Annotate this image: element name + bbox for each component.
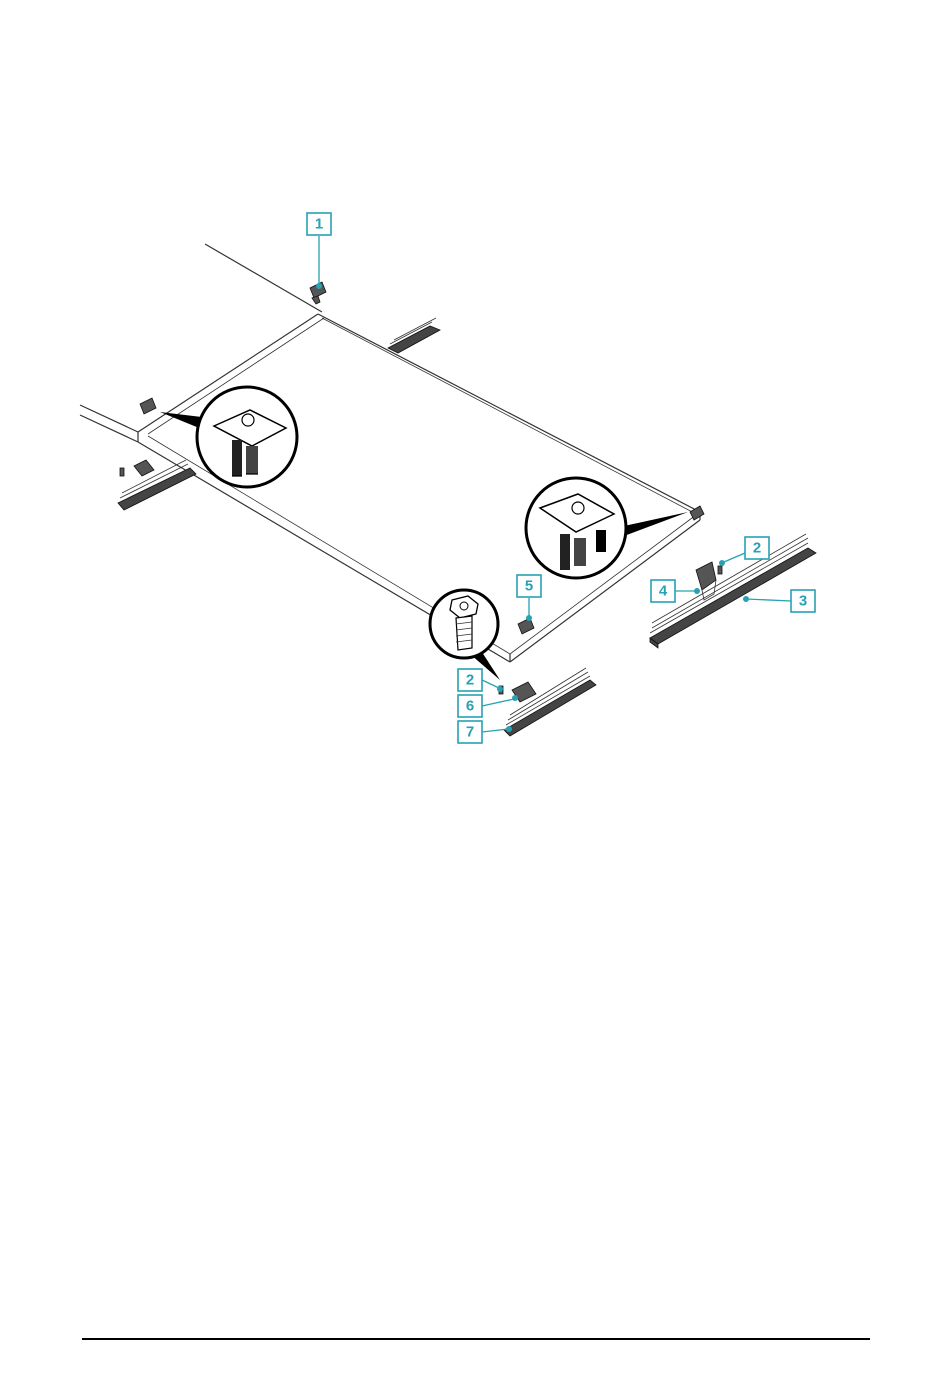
callout-4-label: 4 (659, 583, 668, 600)
bolt-part-2a (718, 566, 722, 574)
callout-7: 7 (458, 721, 512, 743)
mid-clamp-left (140, 398, 156, 414)
callout-1-label: 1 (315, 216, 323, 233)
callout-3-label: 3 (799, 593, 807, 610)
callout-6: 6 (458, 695, 518, 717)
callout-2-bottom: 2 (458, 669, 503, 692)
callout-2-bottom-label: 2 (466, 672, 474, 689)
rail-bottom (504, 668, 596, 736)
callouts: 1 2 4 3 5 (307, 213, 815, 743)
callout-6-label: 6 (466, 698, 474, 715)
footer-divider (82, 1338, 870, 1340)
callout-2-right-label: 2 (753, 540, 761, 557)
callout-3: 3 (743, 590, 815, 612)
bolt-detail (430, 590, 500, 680)
callout-1: 1 (307, 213, 331, 289)
callout-2-right: 2 (719, 537, 769, 566)
foot-left (120, 460, 154, 476)
rail-left (118, 460, 196, 510)
callout-7-label: 7 (466, 724, 474, 741)
clamp-part-4 (696, 562, 716, 600)
callout-5-label: 5 (525, 578, 533, 595)
rail-top (388, 318, 440, 353)
mid-clamp-detail (160, 387, 297, 487)
end-clamp-5 (518, 618, 534, 634)
callout-5: 5 (517, 575, 541, 621)
callout-4: 4 (651, 580, 700, 602)
solar-panels (80, 244, 700, 662)
clamps (120, 282, 722, 702)
